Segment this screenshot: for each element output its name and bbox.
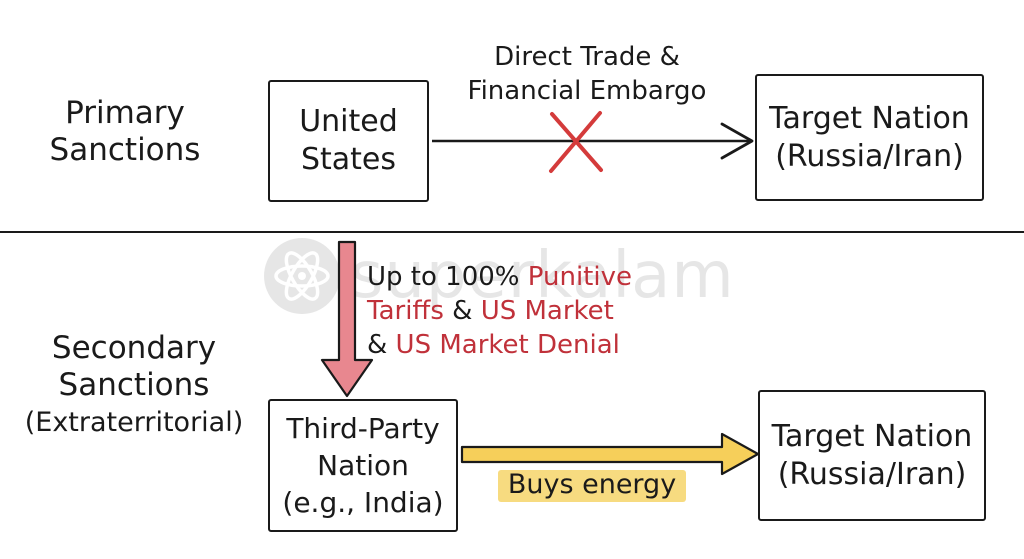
blocked-cross-icon [549, 111, 603, 173]
secondary-sanctions-line-3: (Extraterritorial) [24, 407, 244, 438]
secondary-sanctions-label: Secondary Sanctions (Extraterritorial) [8, 330, 260, 441]
embargo-label: Direct Trade & Financial Embargo [452, 40, 722, 108]
penalty-tariffs: Tariffs [367, 296, 444, 326]
penalty-ampersand: & [443, 296, 481, 326]
third-party-line-1: Third-Party [286, 412, 440, 445]
penalty-label: Up to 100% Punitive Tariffs & US Market … [367, 260, 632, 362]
third-party-line-3: (e.g., India) [282, 486, 444, 519]
target-nation-box-secondary: Target Nation (Russia/Iran) [758, 390, 986, 521]
target-nation-primary-line-2: (Russia/Iran) [775, 138, 964, 174]
penalty-market-denial: US Market Denial [395, 330, 620, 360]
penalty-prefix: Up to 100% [367, 262, 528, 292]
primary-sanctions-label: Primary Sanctions [30, 95, 220, 169]
section-divider [0, 231, 1024, 233]
penalty-punitive: Punitive [527, 262, 632, 292]
penalty-ampersand-2: & [367, 330, 396, 360]
watermark: superkalam [262, 236, 735, 316]
atom-icon [264, 238, 340, 314]
buys-energy-label: Buys energy [507, 469, 677, 500]
embargo-arrow [432, 122, 754, 160]
secondary-sanctions-line-1: Secondary [51, 330, 217, 366]
penalty-us-market: US Market [480, 296, 614, 326]
penalty-label-line-1: Up to 100% Punitive [367, 260, 632, 294]
united-states-box: United States [268, 80, 429, 202]
united-states-line-1: United [299, 104, 398, 139]
primary-sanctions-line-2: Sanctions [49, 132, 201, 168]
primary-sanctions-line-1: Primary [65, 95, 185, 131]
target-nation-box-primary: Target Nation (Russia/Iran) [755, 74, 984, 201]
third-party-nation-box: Third-Party Nation (e.g., India) [268, 399, 458, 532]
united-states-line-2: States [300, 142, 397, 177]
embargo-label-line-2: Financial Embargo [467, 76, 707, 106]
watermark-text: superkalam [350, 239, 735, 313]
penalty-label-line-3: & US Market Denial [367, 328, 632, 362]
third-party-line-2: Nation [317, 449, 409, 482]
target-nation-secondary-line-2: (Russia/Iran) [777, 456, 967, 492]
target-nation-primary-line-1: Target Nation [769, 100, 970, 136]
target-nation-secondary-line-1: Target Nation [771, 418, 973, 454]
penalty-label-line-2: Tariffs & US Market [367, 294, 632, 328]
embargo-label-line-1: Direct Trade & [494, 42, 680, 72]
secondary-sanctions-line-2: Sanctions [58, 367, 210, 403]
